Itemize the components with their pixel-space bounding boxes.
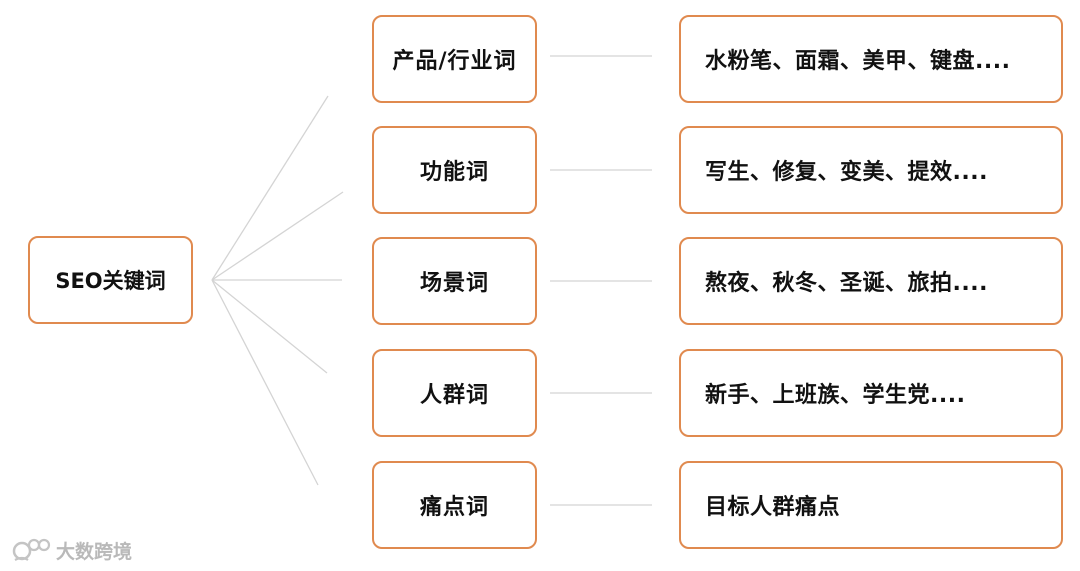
watermark: 大数跨境 [10, 536, 132, 564]
category-label: 产品/行业词 [392, 49, 517, 74]
category-label: 痛点词 [419, 495, 489, 520]
examples-node-function: 写生、修复、变美、提效.... [679, 126, 1063, 214]
category-node-scene: 场景词 [372, 237, 537, 325]
examples-node-painpoint: 目标人群痛点 [679, 461, 1063, 549]
fan-line-1 [211, 95, 329, 281]
examples-text: 目标人群痛点 [705, 495, 841, 520]
examples-text: 新手、上班族、学生党.... [705, 383, 966, 408]
watermark-logo-icon [12, 538, 51, 561]
examples-node-audience: 新手、上班族、学生党.... [679, 349, 1063, 437]
fan-line-5 [211, 279, 319, 486]
examples-text: 水粉笔、面霜、美甲、键盘.... [705, 49, 1011, 74]
fan-line-4 [211, 279, 328, 374]
category-label: 人群词 [419, 383, 489, 408]
examples-node-scene: 熬夜、秋冬、圣诞、旅拍.... [679, 237, 1063, 325]
root-node: SEO关键词 [28, 236, 193, 324]
category-node-painpoint: 痛点词 [372, 461, 537, 549]
examples-node-product: 水粉笔、面霜、美甲、键盘.... [679, 15, 1063, 103]
fan-line-2 [211, 191, 344, 281]
examples-text: 熬夜、秋冬、圣诞、旅拍.... [705, 271, 988, 296]
watermark-text: 大数跨境 [56, 540, 133, 563]
category-label: 功能词 [419, 160, 489, 185]
category-node-audience: 人群词 [372, 349, 537, 437]
category-node-product: 产品/行业词 [372, 15, 537, 103]
category-label: 场景词 [419, 271, 489, 296]
root-label: SEO关键词 [55, 269, 166, 293]
examples-text: 写生、修复、变美、提效.... [705, 160, 988, 185]
category-node-function: 功能词 [372, 126, 537, 214]
